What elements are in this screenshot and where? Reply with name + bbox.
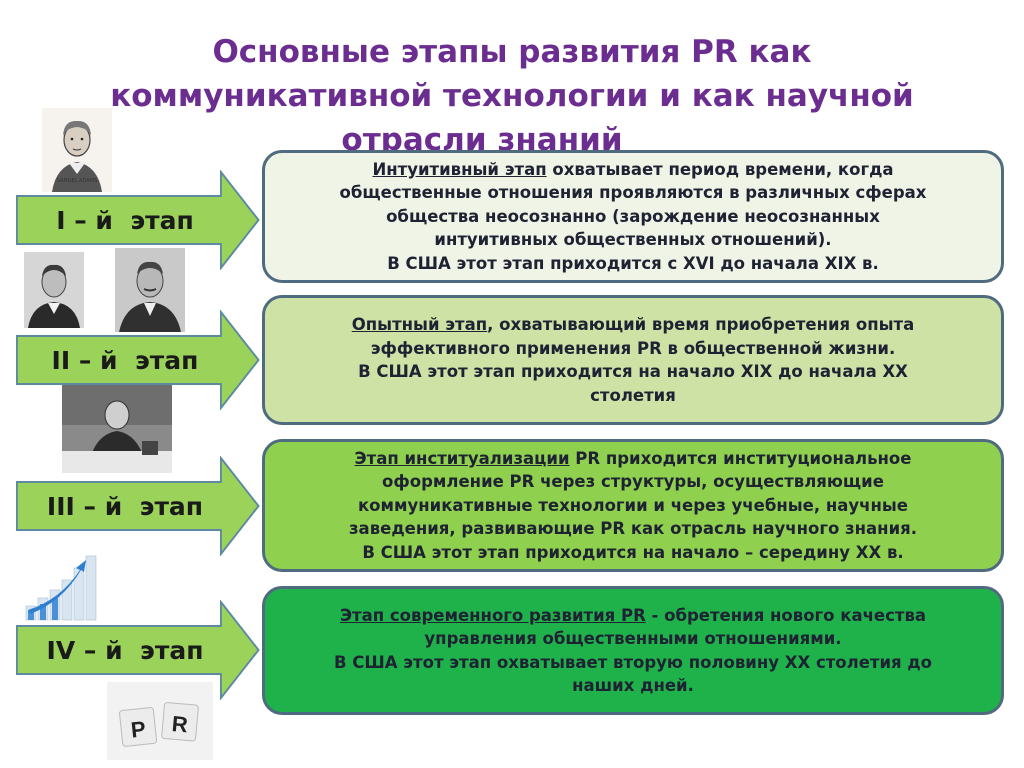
pr-tile-p: P <box>130 716 147 742</box>
stage-1-arrow: I – й этап <box>16 170 261 270</box>
portrait-photo-right <box>115 248 185 332</box>
stage-1-line-5: В США этот этап приходится с XVI до нача… <box>387 253 879 273</box>
stage-4-arrow: IV – й этап <box>16 600 261 700</box>
stage-1-line-1: охватывает период времени, когда <box>546 159 894 179</box>
stage-1-arrow-shape <box>16 170 260 270</box>
stage-2-line-3: В США этот этап приходится на начало XIX… <box>358 362 908 381</box>
stage-4-line-2: управления общественными отношениями. <box>424 629 842 648</box>
stage-4-text: Этап современного развития PR - обретени… <box>334 604 932 698</box>
stage-3-line-3: коммуникативные технологии и через учебн… <box>357 495 908 515</box>
portrait-caption: SAMUEL ADAMS <box>56 178 98 184</box>
stage-1-label: I – й этап <box>56 205 194 235</box>
stage-3-name: Этап институализации <box>354 448 570 468</box>
stage-3-line-2: оформление PR через структуры, осуществл… <box>382 472 884 492</box>
stage-4-line-3: В США этот этап охватывает вторую полови… <box>333 652 933 672</box>
stage-3-arrow-shape <box>16 456 260 556</box>
stage-2-line-1: , охватывающий время приобретения опыта <box>487 315 915 334</box>
stage-2-box: Опытный этап, охватывающий время приобре… <box>262 295 1004 425</box>
stage-2-line-4: столетия <box>590 385 676 405</box>
stage-1-line-3: общества неосознанно (зарождение неосозн… <box>386 206 880 226</box>
stage-1-name: Интуитивный этап <box>372 159 547 179</box>
man-at-desk-photo <box>62 385 172 473</box>
stage-3-text: Этап институализации PR приходится инсти… <box>349 447 917 565</box>
stage-3-line-1: PR приходится институциональное <box>569 448 912 468</box>
stage-2-name: Опытный этап <box>351 315 488 334</box>
stage-1-text: Интуитивный этап охватывает период време… <box>340 158 927 276</box>
growth-chart-image <box>20 540 108 626</box>
stage-2-line-2: эффективного применения PR в общественно… <box>370 338 896 358</box>
stage-3-label: III – й этап <box>46 491 204 521</box>
stage-1-line-4: интуитивных общественных отношений). <box>434 230 832 250</box>
stage-4-line-4: наших дней. <box>572 676 694 695</box>
pr-tiles-image: P R <box>107 682 213 760</box>
stage-4-label: IV – й этап <box>46 635 204 665</box>
stage-3-line-5: В США этот этап приходится на начало – с… <box>362 542 904 562</box>
title-line-2: коммуникативной технологии и как научной <box>110 78 914 114</box>
slide-title: Основные этапы развития PR как коммуника… <box>0 30 1024 162</box>
stage-4-name: Этап современного развития PR <box>339 605 646 625</box>
stage-3-box: Этап институализации PR приходится инсти… <box>262 439 1004 572</box>
stage-2-label: II – й этап <box>51 345 199 375</box>
stage-3-arrow: III – й этап <box>16 456 261 556</box>
title-line-1: Основные этапы развития PR как <box>212 34 812 70</box>
pr-tile-r: R <box>171 711 189 737</box>
stage-2-text: Опытный этап, охватывающий время приобре… <box>352 313 915 407</box>
stage-2-arrow: II – й этап <box>16 310 261 410</box>
stage-4-arrow-shape <box>16 600 260 700</box>
stage-4-line-1: - обретения нового качества <box>645 605 927 625</box>
portrait-photo-left <box>24 252 84 328</box>
stage-2-arrow-shape <box>16 310 260 410</box>
stage-3-line-4: заведения, развивающие PR как отрасль на… <box>348 519 918 539</box>
stage-1-box: Интуитивный этап охватывает период време… <box>262 150 1004 283</box>
stage-4-box: Этап современного развития PR - обретени… <box>262 586 1004 715</box>
portrait-engraving-image <box>42 108 112 192</box>
stage-1-line-2: общественные отношения проявляются в раз… <box>339 183 927 203</box>
